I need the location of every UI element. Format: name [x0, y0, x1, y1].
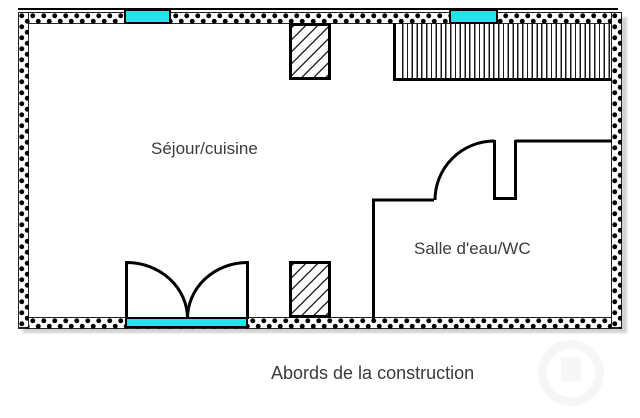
window-top-left — [124, 9, 171, 24]
room-label-bathroom-wc: Salle d'eau/WC — [414, 239, 531, 258]
vertical-hatch-pattern — [402, 23, 612, 78]
french-door-left-leaf-arc — [125, 260, 189, 319]
bathroom-door-leaf-and-jamb — [493, 140, 517, 200]
hatched-pillar-bottom — [289, 261, 331, 318]
watermark-logo — [538, 340, 604, 406]
striped-zone-top-right — [393, 23, 612, 81]
site-boundary-line — [18, 8, 618, 10]
exterior-wall-right — [611, 12, 622, 328]
exterior-wall-left — [18, 12, 29, 328]
window-top-right — [449, 9, 498, 24]
bathroom-partition-wall — [372, 198, 434, 319]
glazed-door-sill-bottom — [125, 317, 248, 328]
french-door-right-leaf-arc — [186, 260, 249, 319]
bathroom-door-swing-arc — [433, 139, 495, 201]
room-label-living-kitchen: Séjour/cuisine — [151, 139, 258, 158]
hatched-pillar-top — [289, 23, 331, 80]
caption-surroundings: Abords de la construction — [271, 363, 475, 383]
